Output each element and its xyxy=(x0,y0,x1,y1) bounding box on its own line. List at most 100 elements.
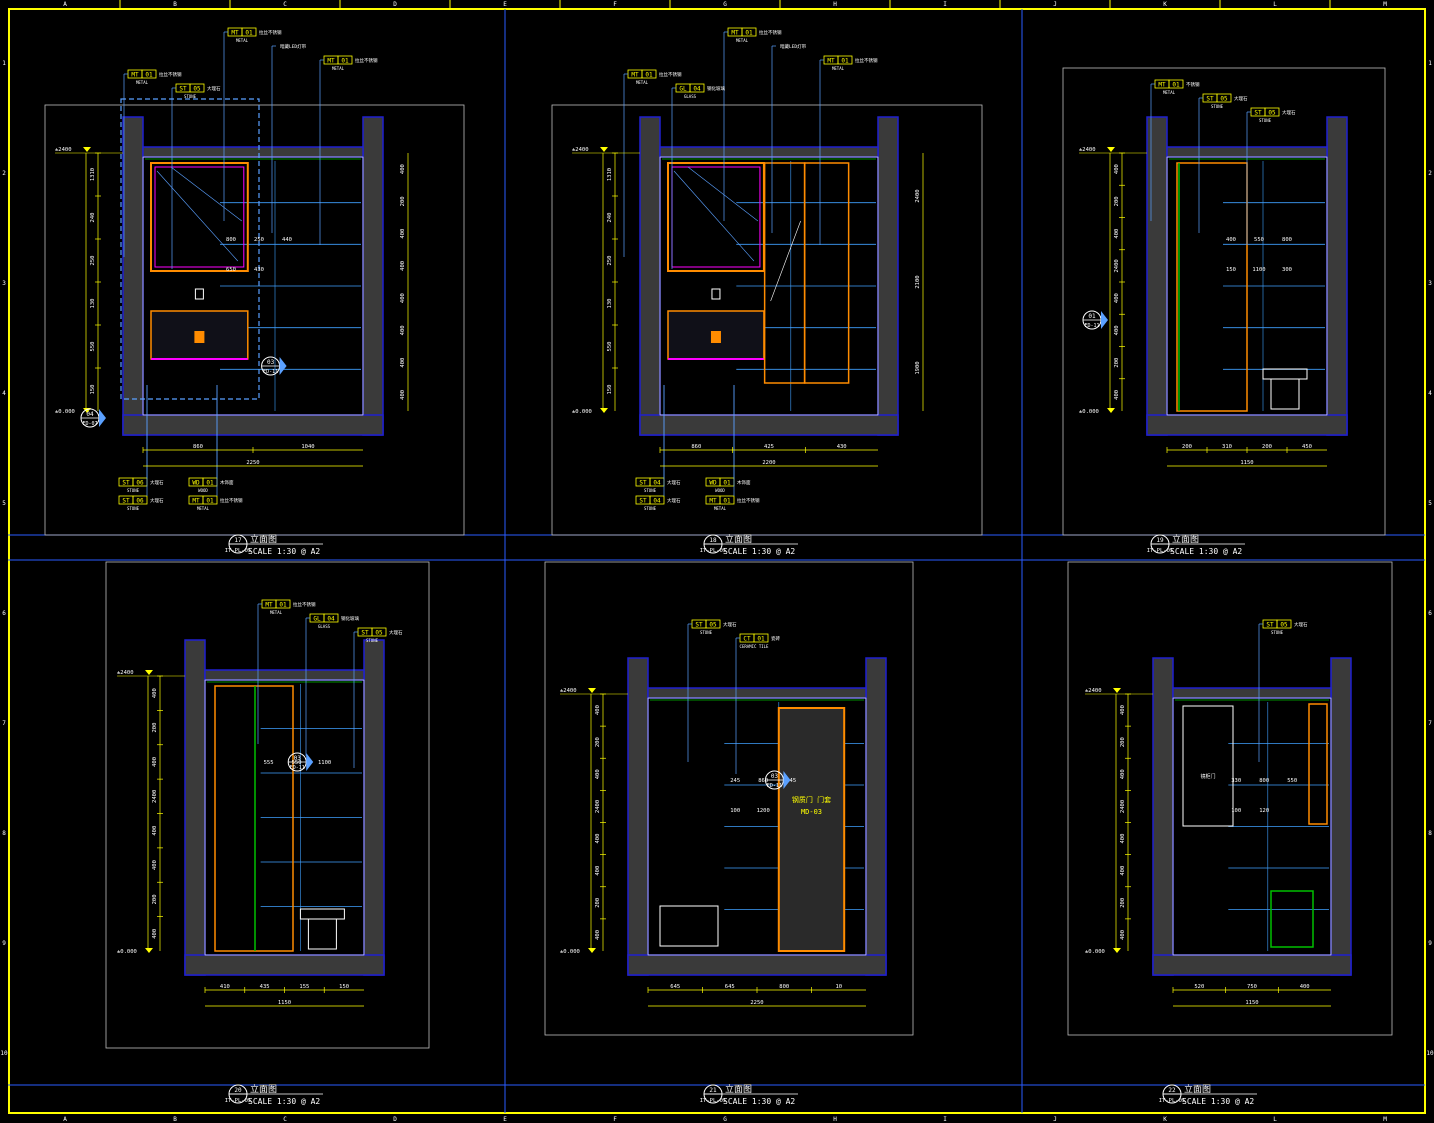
tag-number: 01 xyxy=(745,30,753,37)
panel-title: 立面图 xyxy=(250,1083,277,1095)
border-row-label: 2 xyxy=(1428,170,1432,177)
border-col-label: I xyxy=(943,1,947,8)
dim-text: 2400 xyxy=(1114,259,1120,272)
room-interior xyxy=(647,697,867,956)
tag-material: METAL xyxy=(1163,90,1176,95)
border-col-label: H xyxy=(833,1,837,8)
border-col-label: L xyxy=(1273,1116,1277,1123)
tag-note: 大理石 xyxy=(150,497,164,504)
level-bottom: ±0.000 xyxy=(1079,409,1099,415)
mirror-hatch xyxy=(673,170,755,262)
panel-scale: SCALE 1:30 @ A2 xyxy=(723,1097,795,1106)
dim-text: 400 xyxy=(1120,705,1126,715)
tag-material: CERAMIC TILE xyxy=(740,644,769,649)
tag-number: 05 xyxy=(375,630,383,637)
dim-text-inner: 100 xyxy=(730,808,740,814)
tag-num-box xyxy=(837,55,853,65)
mirror-glass xyxy=(154,166,245,268)
tag-note: 木饰面 xyxy=(737,479,751,486)
border-row-label: 8 xyxy=(1428,830,1432,837)
panel-title: 立面图 xyxy=(1184,1083,1211,1095)
room-interior xyxy=(659,156,879,416)
dim-text-inner: 860 xyxy=(758,778,768,784)
tag-material: STONE xyxy=(127,488,140,493)
border-row-label: 5 xyxy=(1428,500,1432,507)
dim-text-inner: 1100 xyxy=(1252,267,1265,273)
border-row-label: 8 xyxy=(2,830,6,837)
tag-note: 大理石 xyxy=(207,85,221,92)
callout-arrow xyxy=(1101,311,1108,329)
dim-text-total: 1150 xyxy=(1240,460,1253,466)
level-arrow xyxy=(145,670,153,675)
border-col-label: L xyxy=(1273,1,1277,8)
tag-number: 01 xyxy=(279,602,287,609)
tag-num-box xyxy=(753,633,769,643)
tag-note: 钢化玻璃 xyxy=(341,615,359,622)
material-tag: 暗藏LED灯带 xyxy=(780,43,807,50)
border-row-label: 9 xyxy=(2,940,6,947)
panel-scale: SCALE 1:30 @ A2 xyxy=(248,1097,320,1106)
tag-number: 05 xyxy=(1220,96,1228,103)
tag-code: MT xyxy=(192,498,200,505)
panel-number: 22 xyxy=(1168,1087,1176,1094)
dim-text: 200 xyxy=(595,898,601,908)
dim-text: 860 xyxy=(691,444,701,450)
level-arrow xyxy=(1107,408,1115,413)
tag-material: METAL xyxy=(236,38,249,43)
wall-left xyxy=(184,639,206,976)
dim-text: 400 xyxy=(595,705,601,715)
tag-code: MT xyxy=(265,602,273,609)
callout-arrow xyxy=(783,771,791,789)
tag-number: 05 xyxy=(1280,622,1288,629)
dim-text: 450 xyxy=(1302,444,1312,450)
dim-text-inner: 400 xyxy=(1226,237,1236,243)
tag-code: ST xyxy=(361,630,369,637)
dim-text-inner: 550 xyxy=(1254,237,1264,243)
entry-door xyxy=(777,707,846,952)
dim-text: 750 xyxy=(1247,984,1257,990)
dim-text: 400 xyxy=(152,757,158,767)
callout-ref: ED-11 xyxy=(290,765,305,771)
dim-text: 200 xyxy=(1120,898,1126,908)
border-col-label: I xyxy=(943,1116,947,1123)
panel-ref: IT-PL-05 xyxy=(225,1098,252,1104)
border-col-label: G xyxy=(723,1116,727,1123)
tag-num-box xyxy=(371,627,387,637)
dim-text: 400 xyxy=(400,390,406,400)
panel-title: 立面图 xyxy=(725,1083,752,1095)
border-row-label: 3 xyxy=(1428,280,1432,287)
tag-num-box xyxy=(641,69,657,79)
tag-num-box xyxy=(202,495,218,505)
dim-text-total: 2250 xyxy=(750,1000,763,1006)
mirror-hatch xyxy=(156,170,239,262)
dim-text: 2100 xyxy=(915,275,921,288)
tag-note: 拉丝不锈钢 xyxy=(220,497,243,504)
tag-note: 拉丝不锈钢 xyxy=(759,29,782,36)
border-row-label: 10 xyxy=(0,1050,8,1057)
border-row-label: 4 xyxy=(2,390,6,397)
dim-text: 400 xyxy=(595,769,601,779)
tag-number: 04 xyxy=(693,86,701,93)
tag-number: 04 xyxy=(327,616,335,623)
faucet xyxy=(194,288,204,300)
panel-title: 立面图 xyxy=(1172,533,1199,545)
callout-arrow xyxy=(279,357,287,375)
level-arrow xyxy=(145,948,153,953)
dim-text: 400 xyxy=(1114,325,1120,335)
toilet-fixture xyxy=(299,908,345,950)
tag-code: MT xyxy=(731,30,739,37)
dim-text-inner: 550 xyxy=(292,760,302,766)
border-col-label: B xyxy=(173,1116,177,1123)
level-arrow xyxy=(588,948,596,953)
mirror-hatch xyxy=(687,166,759,222)
dim-text-total: 2200 xyxy=(762,460,775,466)
